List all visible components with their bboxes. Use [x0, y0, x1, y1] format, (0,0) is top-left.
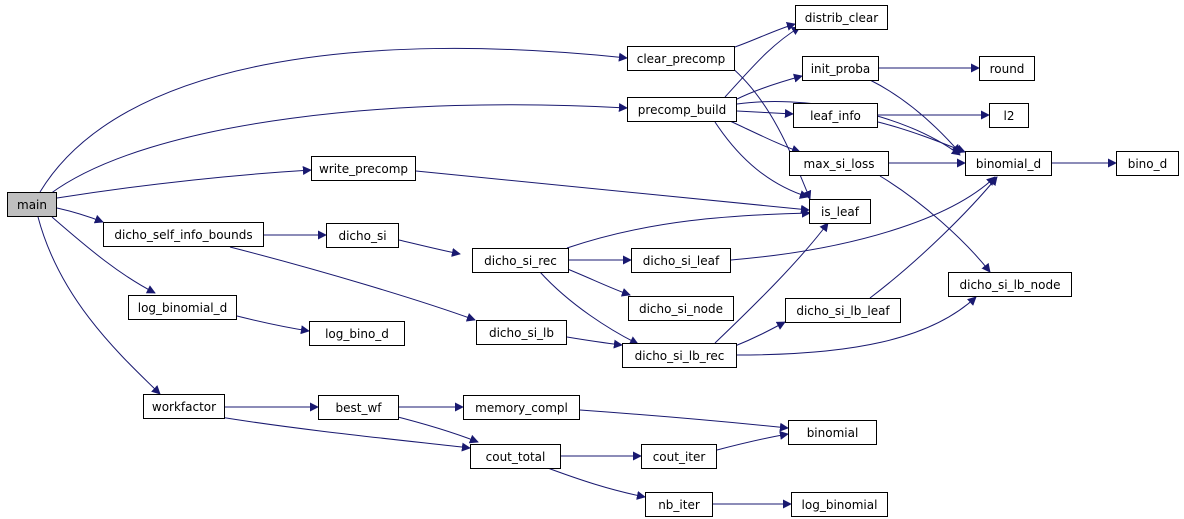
edge-precomp_build-max_si_loss [729, 120, 801, 154]
edge-max_si_loss-dicho_si_lb_node [879, 175, 991, 273]
edge-main-dicho_self_info_bounds [56, 207, 104, 224]
node-label: memory_compl [475, 400, 568, 415]
node-label: binomial_d [975, 156, 1042, 171]
edge-memory_compl-binomial [579, 409, 789, 432]
edge-dicho_si_lb-dicho_si_lb_rec [566, 336, 623, 349]
node-label: l2 [1003, 108, 1015, 123]
edge-dicho_si_lb_rec-is_leaf [714, 222, 829, 344]
node-dicho_si_lb_leaf[interactable]: dicho_si_lb_leaf [785, 298, 901, 323]
node-label: cout_total [485, 449, 546, 464]
edge-dicho_si_leaf-binomial_d [730, 176, 996, 261]
node-max_si_loss[interactable]: max_si_loss [789, 151, 889, 176]
node-label: precomp_build [637, 102, 727, 117]
edge-precomp_build-distrib_clear [724, 26, 801, 98]
node-log_binomial_d[interactable]: log_binomial_d [128, 295, 237, 320]
node-label: clear_precomp [636, 51, 726, 66]
node-dicho_si_leaf[interactable]: dicho_si_leaf [631, 248, 731, 273]
node-dicho_si_rec[interactable]: dicho_si_rec [472, 248, 569, 273]
node-label: dicho_si_lb_leaf [796, 303, 890, 318]
edge-main-log_binomial_d [51, 216, 156, 294]
node-label: dicho_si_node [638, 301, 724, 316]
node-label: best_wf [335, 400, 382, 415]
node-dicho_si[interactable]: dicho_si [326, 223, 399, 248]
node-label: workfactor [151, 399, 217, 414]
edge-leaf_info-binomial_d [877, 121, 966, 154]
node-label: distrib_clear [804, 10, 879, 25]
edge-precomp_build-leaf_info [736, 109, 794, 119]
edge-precomp_build-init_proba [734, 73, 803, 101]
edge-cout_total-nb_iter [544, 466, 646, 500]
node-label: dicho_si_lb_node [959, 277, 1061, 292]
node-label: dicho_si_lb [488, 325, 555, 340]
node-label: log_binomial_d [137, 300, 228, 315]
edge-clear_precomp-is_leaf [729, 65, 812, 200]
node-label: round [989, 61, 1025, 76]
node-label: dicho_self_info_bounds [114, 227, 253, 242]
node-label: main [17, 197, 47, 212]
node-clear_precomp[interactable]: clear_precomp [627, 46, 735, 71]
node-label: dicho_si_lb_rec [634, 348, 725, 363]
node-best_wf[interactable]: best_wf [318, 395, 399, 420]
node-cout_total[interactable]: cout_total [470, 444, 561, 469]
node-dicho_si_lb_rec[interactable]: dicho_si_lb_rec [622, 343, 737, 368]
node-write_precomp[interactable]: write_precomp [311, 156, 416, 181]
node-dicho_si_lb[interactable]: dicho_si_lb [476, 320, 567, 345]
node-label: leaf_info [810, 108, 861, 123]
node-label: init_proba [810, 61, 871, 76]
node-distrib_clear[interactable]: distrib_clear [795, 5, 888, 30]
edge-main-clear_precomp [39, 47, 628, 193]
node-cout_iter[interactable]: cout_iter [641, 444, 717, 469]
edge-log_binomial_d-log_bino_d [236, 315, 310, 335]
edge-dicho_si-dicho_si_rec [398, 239, 461, 257]
node-nb_iter[interactable]: nb_iter [645, 492, 713, 517]
node-label: dicho_si [338, 228, 387, 243]
node-init_proba[interactable]: init_proba [802, 56, 879, 81]
node-label: is_leaf [821, 204, 859, 219]
edge-dicho_si_lb_rec-dicho_si_lb_leaf [734, 321, 786, 347]
edge-dicho_si_lb_rec-dicho_si_lb_node [736, 296, 977, 356]
node-leaf_info[interactable]: leaf_info [793, 103, 878, 128]
edge-best_wf-cout_total [389, 414, 479, 444]
node-label: dicho_si_leaf [642, 253, 720, 268]
edge-precomp_build-is_leaf [714, 121, 809, 199]
node-label: bino_d [1127, 156, 1168, 171]
edge-dicho_self_info_bounds-dicho_si_lb [229, 246, 476, 322]
node-log_binomial[interactable]: log_binomial [791, 492, 888, 517]
edge-dicho_si_lb_leaf-binomial_d [869, 176, 998, 299]
node-label: log_binomial [801, 497, 878, 512]
node-memory_compl[interactable]: memory_compl [463, 395, 580, 420]
node-binomial[interactable]: binomial [788, 420, 877, 445]
edge-write_precomp-is_leaf [415, 170, 810, 214]
node-bino_d[interactable]: bino_d [1116, 151, 1179, 176]
edge-main-write_precomp [56, 166, 312, 199]
node-round[interactable]: round [979, 56, 1035, 81]
node-l2[interactable]: l2 [989, 103, 1029, 128]
edge-main-precomp_build [49, 103, 628, 195]
node-label: log_bino_d [325, 326, 389, 341]
edge-cout_iter-binomial [716, 430, 789, 451]
node-label: max_si_loss [803, 156, 875, 171]
edge-dicho_si_rec-dicho_si_node [564, 267, 631, 297]
node-label: cout_iter [652, 449, 706, 464]
edge-dicho_si_rec-is_leaf [566, 208, 811, 249]
node-label: nb_iter [658, 497, 700, 512]
node-workfactor[interactable]: workfactor [143, 394, 225, 419]
node-dicho_si_lb_node[interactable]: dicho_si_lb_node [948, 272, 1072, 297]
node-label: binomial [806, 425, 859, 440]
edge-dicho_si_rec-dicho_si_lb_rec [539, 271, 639, 345]
node-binomial_d[interactable]: binomial_d [965, 151, 1052, 176]
node-dicho_self_info_bounds[interactable]: dicho_self_info_bounds [103, 222, 264, 247]
edge-main-workfactor [37, 216, 161, 395]
edge-clear_precomp-distrib_clear [734, 22, 796, 48]
node-is_leaf[interactable]: is_leaf [809, 199, 871, 224]
node-main[interactable]: main [7, 192, 57, 217]
node-log_bino_d[interactable]: log_bino_d [309, 321, 405, 346]
node-dicho_si_node[interactable]: dicho_si_node [628, 296, 734, 321]
edge-workfactor-cout_total [219, 416, 471, 452]
node-precomp_build[interactable]: precomp_build [627, 97, 737, 122]
node-label: write_precomp [318, 161, 409, 176]
node-label: dicho_si_rec [484, 253, 557, 268]
